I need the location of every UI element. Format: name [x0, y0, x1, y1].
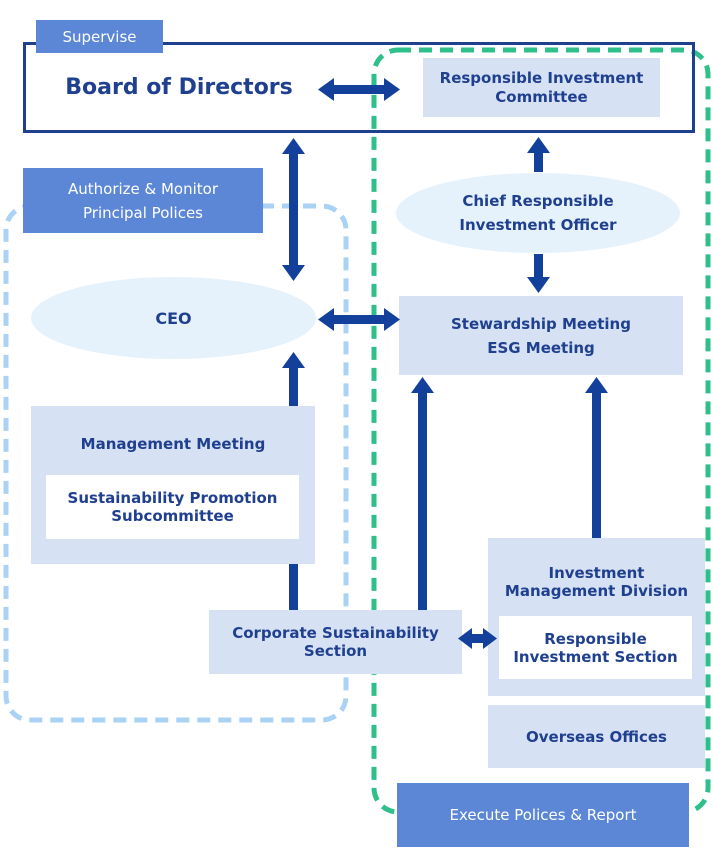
supervise-tag: Supervise — [36, 20, 163, 53]
overseas-offices-box: Overseas Offices — [488, 705, 705, 768]
responsible-investment-section-box: Responsible Investment Section — [499, 616, 692, 679]
execute-report-tag: Execute Polices & Report — [397, 783, 689, 847]
responsible-investment-committee-box: Responsible Investment Committee — [423, 58, 660, 117]
management-meeting-title: Management Meeting — [80, 435, 266, 453]
corporate-ri-section-arrow — [458, 628, 497, 649]
ceo-stewardship-arrow — [318, 308, 400, 331]
investment-group-outline — [371, 47, 711, 815]
subcommittee-line-1: Sustainability Promotion — [67, 489, 278, 507]
ceo-node: CEO — [31, 277, 316, 359]
stewardship-line-2: ESG Meeting — [487, 338, 595, 357]
corp-line-2: Section — [303, 642, 368, 660]
authorize-line-2: Principal Polices — [83, 203, 203, 222]
corporate-stewardship-arrow — [411, 377, 434, 610]
subcommittee-line-2: Subcommittee — [111, 507, 234, 525]
officer-committee-arrow — [527, 137, 550, 172]
division-stewardship-arrow — [585, 377, 608, 538]
officer-line-2: Investment Officer — [459, 216, 617, 234]
authorize-monitor-tag: Authorize & Monitor Principal Polices — [23, 168, 263, 233]
chief-responsible-investment-officer: Chief Responsible Investment Officer — [396, 173, 680, 253]
division-line-1: Investment — [548, 564, 645, 582]
board-committee-arrow — [318, 78, 400, 101]
committee-line-2: Committee — [495, 87, 588, 106]
overseas-label: Overseas Offices — [526, 727, 667, 746]
management-group-outline — [3, 203, 349, 723]
officer-stewardship-arrow — [527, 254, 550, 293]
ceo-label: CEO — [155, 308, 192, 328]
board-of-directors-frame — [23, 42, 695, 133]
division-line-2: Management Division — [504, 582, 689, 600]
ri-section-line-2: Investment Section — [513, 647, 678, 666]
sustainability-promotion-subcommittee-box: Sustainability Promotion Subcommittee — [46, 475, 299, 539]
investment-management-division-box: Investment Management Division Responsib… — [488, 538, 705, 696]
board-ceo-arrow — [282, 138, 305, 281]
stewardship-line-1: Stewardship Meeting — [451, 314, 631, 333]
committee-line-1: Responsible Investment — [439, 68, 644, 87]
stewardship-esg-meeting-box: Stewardship Meeting ESG Meeting — [399, 296, 683, 375]
corporate-sustainability-section-box: Corporate Sustainability Section — [209, 610, 462, 674]
authorize-line-1: Authorize & Monitor — [67, 179, 219, 198]
ri-section-line-1: Responsible — [544, 629, 647, 648]
corp-line-1: Corporate Sustainability — [232, 624, 439, 642]
officer-line-1: Chief Responsible — [462, 192, 614, 210]
management-meeting-box: Management Meeting Sustainability Promot… — [31, 406, 315, 564]
management-ceo-arrow — [282, 352, 305, 406]
investment-division-title: Investment Management Division — [488, 564, 705, 600]
board-of-directors-title: Board of Directors — [65, 75, 293, 100]
corporate-management-arrow — [289, 564, 298, 610]
